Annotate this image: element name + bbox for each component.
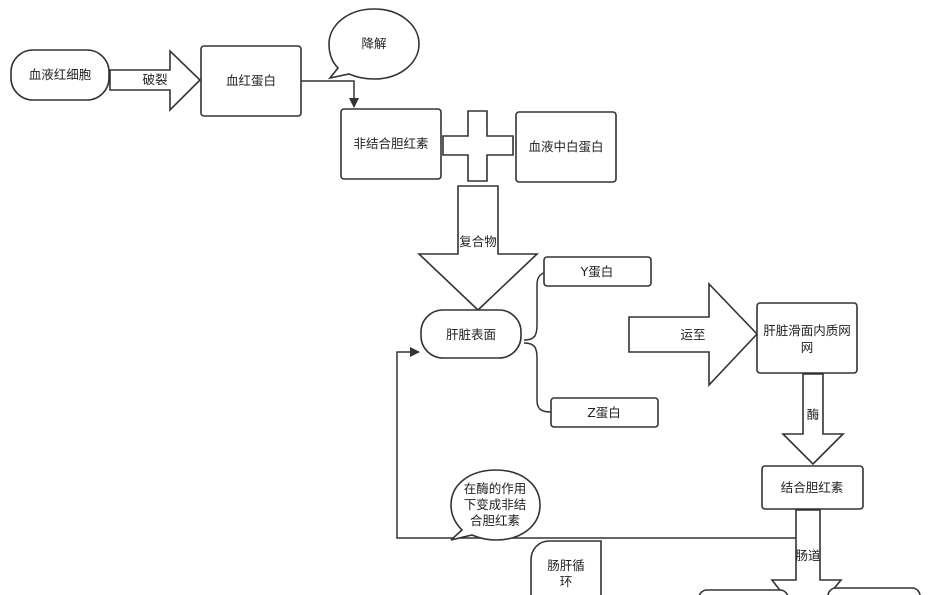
node-hemoglobin: 血红蛋白 xyxy=(200,45,302,117)
node-y-protein: Y蛋白 xyxy=(543,256,652,287)
node-bottom-right-partial xyxy=(827,587,921,595)
node-y-protein-label: Y蛋白 xyxy=(580,264,614,279)
arrow-rupture-label: 破裂 xyxy=(142,72,167,87)
node-albumin: 血液中白蛋白 xyxy=(515,111,617,183)
plus-icon xyxy=(442,110,514,182)
node-er-label-line1: 肝脏滑面内质网 xyxy=(763,323,851,338)
arrow-rupture: 破裂 xyxy=(109,49,202,112)
node-rbc: 血液红细胞 xyxy=(10,49,110,101)
node-enterohepatic-line1: 肠肝循 xyxy=(547,558,585,573)
arrow-enzyme: 酶 xyxy=(781,373,845,466)
callout-degrade: 降解 xyxy=(327,8,420,80)
node-conjugated-label: 结合胆红素 xyxy=(781,480,844,495)
arrow-transport: 运至 xyxy=(628,282,759,388)
node-z-protein-label: Z蛋白 xyxy=(587,405,621,420)
callout-degrade-label: 降解 xyxy=(361,36,386,51)
arrow-enzyme-label: 酶 xyxy=(807,407,820,422)
connector-return xyxy=(396,347,796,539)
connector-y-protein xyxy=(523,271,551,341)
node-enterohepatic: 肠肝循 环 xyxy=(530,540,602,595)
arrow-intestine-label: 肠道 xyxy=(795,548,821,563)
arrow-intestine: 肠道 xyxy=(770,509,843,595)
node-unconjugated-label: 非结合胆红素 xyxy=(353,136,428,151)
node-bottom-left-partial xyxy=(698,589,789,595)
node-er-label-line2: 网 xyxy=(801,340,814,355)
node-albumin-label: 血液中白蛋白 xyxy=(528,139,603,154)
node-unconjugated: 非结合胆红素 xyxy=(340,108,442,180)
callout-enzyme-note-line2: 下变成非结 xyxy=(464,497,527,512)
arrow-complex-label: 复合物 xyxy=(459,234,497,249)
node-liver-surface-label: 肝脏表面 xyxy=(446,327,496,342)
callout-enzyme-note: 在酶的作用 下变成非结 合胆红素 xyxy=(450,469,541,541)
connector-degrade xyxy=(301,80,359,108)
node-enterohepatic-line2: 环 xyxy=(560,574,573,589)
arrow-transport-label: 运至 xyxy=(680,327,705,342)
node-conjugated: 结合胆红素 xyxy=(761,465,864,510)
node-er: 肝脏滑面内质网 网 xyxy=(756,302,858,374)
node-liver-surface: 肝脏表面 xyxy=(420,309,522,359)
node-rbc-label: 血液红细胞 xyxy=(29,67,92,82)
arrow-complex: 复合物 xyxy=(416,185,540,312)
callout-enzyme-note-line1: 在酶的作用 xyxy=(464,481,527,496)
node-z-protein: Z蛋白 xyxy=(550,397,659,428)
callout-enzyme-note-line3: 合胆红素 xyxy=(470,513,520,528)
node-hemoglobin-label: 血红蛋白 xyxy=(226,73,276,88)
connector-z-protein xyxy=(523,342,552,413)
